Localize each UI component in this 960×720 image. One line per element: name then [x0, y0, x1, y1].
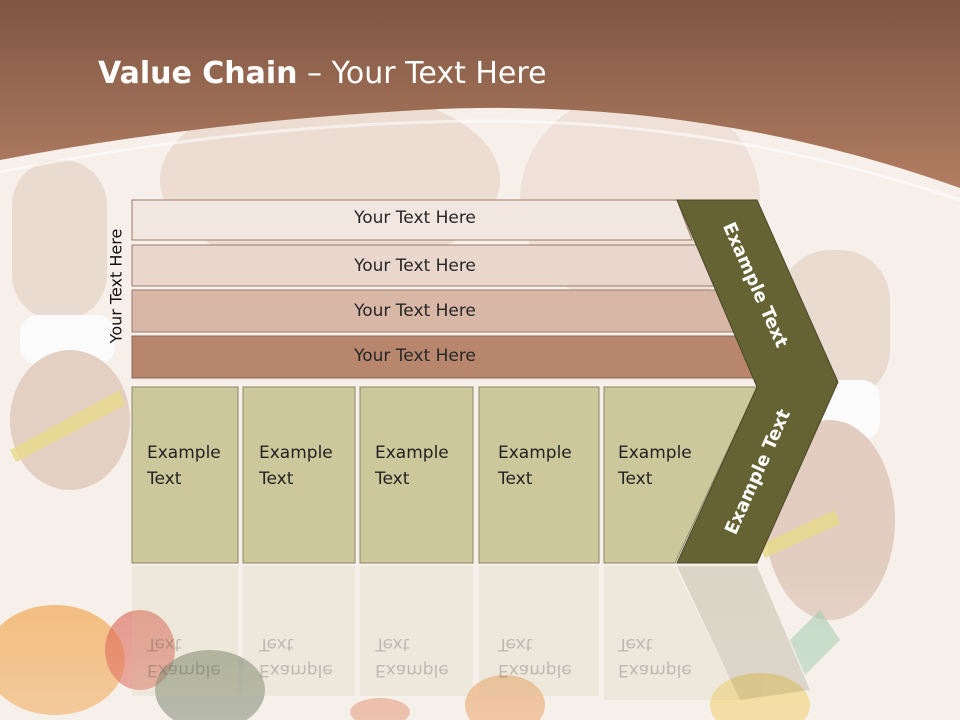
- chevron-arrow[interactable]: [676, 199, 839, 564]
- box-3[interactable]: [359, 386, 474, 564]
- box-2[interactable]: [242, 386, 356, 564]
- band-2-text: Your Text Here: [354, 256, 476, 276]
- header-band: [0, 0, 960, 188]
- band-3-text: Your Text Here: [354, 301, 476, 321]
- band-1-text: Your Text Here: [354, 208, 476, 228]
- title-bold: Value Chain: [98, 56, 298, 91]
- box-1[interactable]: [131, 386, 239, 564]
- band-1[interactable]: [131, 199, 693, 241]
- title-rest: – Your Text Here: [297, 56, 547, 91]
- tape-measure-left: [10, 390, 125, 462]
- box-5[interactable]: [603, 386, 758, 564]
- arm-left-shape: [12, 160, 107, 320]
- tape-measure-right: [760, 510, 840, 558]
- slide-title: Value Chain – Your Text Here: [98, 56, 547, 91]
- side-label: Your Text Here: [106, 228, 126, 344]
- header-curve-line: [0, 119, 960, 202]
- reflection: [132, 566, 810, 700]
- box-4[interactable]: [478, 386, 600, 564]
- wristband-left-shape: [20, 315, 115, 365]
- band-4-text: Your Text Here: [354, 346, 476, 366]
